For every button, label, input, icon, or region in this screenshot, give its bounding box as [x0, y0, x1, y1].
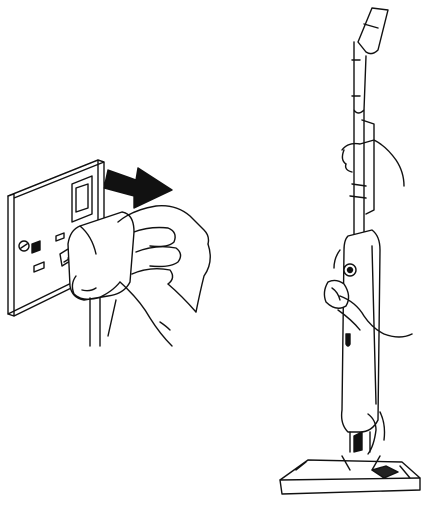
plug-icon — [59, 211, 135, 347]
arrow-right-icon — [103, 167, 173, 209]
cloth-icon — [323, 279, 350, 309]
hand-icon — [71, 205, 211, 347]
steam-mop-icon — [279, 7, 421, 495]
hand-icon — [337, 295, 413, 338]
hand-icon — [341, 139, 405, 187]
unplug-illustration — [7, 159, 211, 347]
steam-mop-illustration — [279, 7, 421, 495]
